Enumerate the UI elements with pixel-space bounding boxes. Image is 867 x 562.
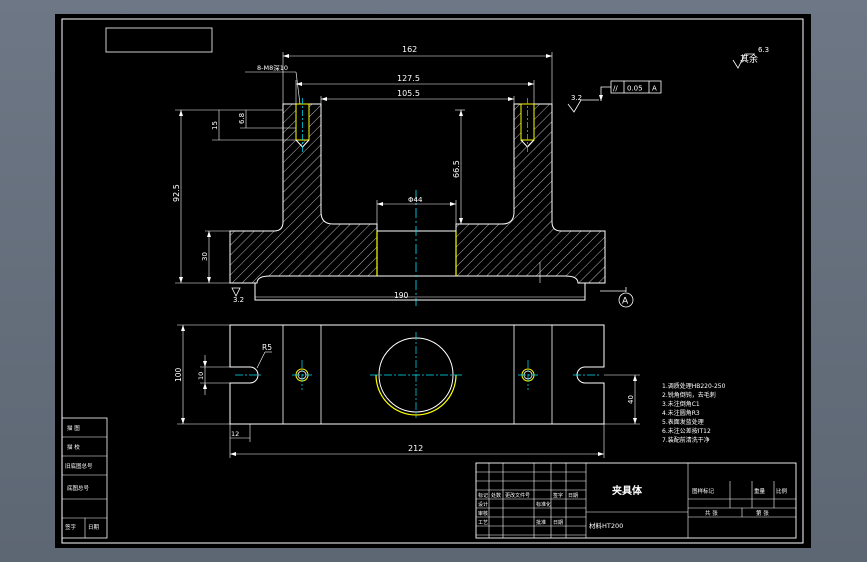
tb-mark: 标记 (478, 492, 488, 499)
tb-weight: 重量 (754, 487, 766, 495)
note-7: 7.装配前清洗干净 (662, 436, 710, 444)
dim-plan-height: 100 (174, 367, 183, 382)
note-6: 6.未注公差按IT12 (662, 427, 711, 435)
dim-total-width: 212 (408, 444, 423, 453)
note-4: 4.未注圆角R3 (662, 409, 700, 417)
roughness-bottom: 3.2 (233, 296, 244, 304)
dim-width-inner: 105.5 (397, 89, 420, 98)
gdt-frame (599, 80, 662, 101)
section-hatch-left (229, 103, 378, 284)
drawing-sheet (55, 14, 811, 548)
drawing-number-box (105, 27, 213, 53)
bore-thread-arc (375, 374, 457, 416)
strip-trace: 描 图 (67, 424, 80, 432)
sheet-border (61, 18, 804, 544)
plan-dimensions (177, 324, 640, 458)
strip-base: 底图总号 (67, 484, 90, 492)
dim-foot: 12 (231, 430, 239, 438)
strip-check: 描 校 (67, 443, 80, 451)
dim-base-width: 190 (394, 291, 409, 300)
note-2: 2.锐角倒钝，去毛刺 (662, 391, 716, 399)
tb-sheet-no: 第 张 (756, 509, 769, 517)
note-5: 5.表面发蓝处理 (662, 418, 704, 426)
title-block (475, 462, 797, 539)
strip-old-base: 旧底图总号 (65, 462, 93, 470)
tb-standard: 标准化 (536, 501, 551, 508)
tb-scale: 比例 (776, 487, 788, 495)
dim-hole-depth-a: 15 (211, 121, 219, 130)
datum-a-label: A (622, 297, 629, 307)
tb-drawing-mark: 图样标记 (692, 487, 715, 495)
dim-slot-radius: R5 (262, 343, 272, 352)
tb-review: 审核 (478, 510, 488, 517)
dim-height-total: 92.5 (172, 184, 181, 202)
tb-design: 设计 (478, 501, 488, 508)
strip-date: 日期 (88, 524, 100, 531)
note-3: 3.未注倒角C1 (662, 400, 700, 408)
tb-count: 处数 (491, 492, 501, 499)
gdt-datum: A (652, 85, 657, 93)
tb-process: 工艺 (478, 520, 488, 526)
tb-approve: 批准 (536, 519, 546, 526)
roughness-flat: 3.2 (571, 94, 582, 102)
dim-bore: Φ44 (408, 196, 423, 204)
dim-width-top: 162 (402, 45, 417, 54)
plan-dimension-arrows (181, 325, 637, 456)
gdt-value: 0.05 (627, 85, 643, 93)
front-dimension-arrows (179, 54, 552, 283)
roughness-rest-value: 6.3 (758, 46, 769, 54)
dim-plan-side: 40 (627, 395, 635, 404)
roughness-symbols (231, 53, 755, 297)
plan-view (229, 324, 605, 425)
technical-notes: 1.调质处理HB220-250 2.锐角倒钝，去毛刺 3.未注倒角C1 4.未注… (662, 382, 726, 444)
gdt-symbol: // (613, 85, 618, 93)
dim-slot-width: 10 (197, 372, 205, 380)
tb-date: 日期 (568, 493, 578, 499)
dim-width-mid: 127.5 (397, 74, 420, 83)
datum-a-marker (600, 287, 634, 308)
dim-base-height: 30 (201, 252, 209, 261)
tb-approve-date: 日期 (553, 520, 563, 526)
note-1: 1.调质处理HB220-250 (662, 382, 726, 390)
dim-hole-depth-b: 6.8 (238, 113, 246, 124)
front-dimensions (175, 52, 585, 301)
dim-height-inner: 66.5 (452, 160, 461, 178)
strip-sign: 签字 (65, 523, 77, 531)
part-material: 材料HT200 (589, 521, 623, 530)
roughness-rest-label: 其余 (740, 53, 758, 65)
front-section-view (229, 98, 606, 306)
left-binding-strip: 描 图 描 校 旧底图总号 底图总号 签字 日期 (61, 417, 108, 539)
tb-sign: 签字 (553, 492, 563, 499)
section-hatch-right (455, 103, 606, 284)
tb-change-doc: 更改文件号 (505, 492, 530, 499)
tb-sheet-total: 共 张 (705, 509, 718, 517)
dim-tap-callout: 8-M8深10 (257, 63, 288, 72)
part-name: 夹具体 (612, 484, 643, 497)
